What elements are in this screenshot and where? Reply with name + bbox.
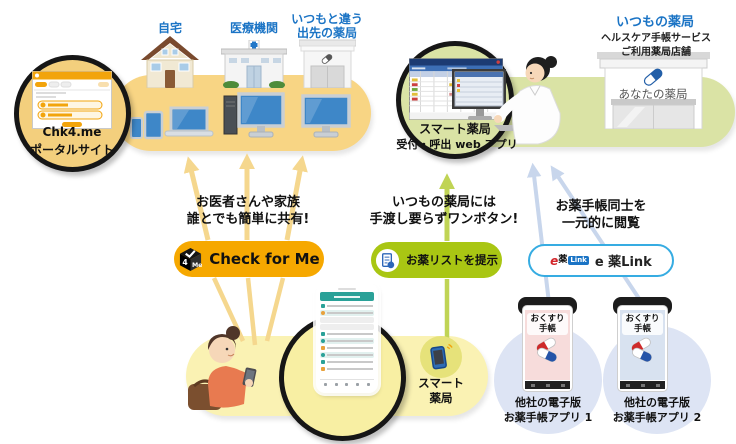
app-header-bar [320,292,374,301]
app-section-row [320,352,374,358]
app-menu-list [320,303,374,379]
check-for-me-label: Check for Me [209,250,320,268]
app-bottom-nav [320,379,374,389]
check-for-me-cube-icon: 4 Me [180,247,203,271]
phone-nav-bar [525,381,570,389]
medicine-list-icon [375,248,400,272]
member-store-subheading: ご利用薬局店舗 [621,47,691,58]
elink-callout-line1: お薬手帳同士を [555,199,647,214]
other-app-1-caption-line1: 他社の電子版 [515,396,581,409]
home-devices-icon [130,106,214,140]
other-app-phone-2: おくすり手帳 [613,297,672,392]
portal-subname: ポータルサイト [29,143,114,157]
app-row [320,359,374,365]
app-row [320,303,374,309]
e-yaku-link-label: e 薬Link [594,255,652,270]
webapp-subname: 受付・呼出 web アプリ [396,138,518,151]
smart-pharmacy-phone-icon [430,343,453,370]
house-icon [141,36,199,88]
svg-text:Me: Me [192,262,202,269]
share-callout-line2: 誰とでも簡単に共有! [186,212,310,227]
pharmacist-at-computer-illustration [452,56,561,145]
smart-pharmacy-app-phone [316,283,378,393]
share-callout-line1: お医者さんや家族 [195,195,300,210]
medical-desktop-icon [223,92,285,138]
app-row [320,331,374,337]
your-pharmacy-sign: あなたの薬局 [618,87,688,101]
portal-name: Chk4.me [42,125,102,139]
app-row [320,345,374,351]
app-row-disabled [320,317,374,323]
elink-callout-line2: 一元的に閲覧 [561,216,640,231]
away-pharmacy-storefront-icon [299,39,356,88]
healthcare-service-subheading: ヘルスケア手帳サービス [601,33,711,44]
one-button-callout-line1: いつもの薬局には [391,195,496,210]
app-row [320,366,374,372]
portal-circle [14,55,131,172]
svg-text:4: 4 [183,257,188,266]
other-app-2-caption-line1: 他社の電子版 [624,396,690,409]
hospital-icon [221,40,287,88]
app-section-row [320,338,374,344]
present-medicine-list-button[interactable]: お薬リストを提示 [371,242,502,278]
pills-icon [536,337,557,362]
your-pharmacy-storefront-illustration [597,52,710,129]
check-for-me-button[interactable]: 4 Me Check for Me [174,241,324,277]
portal-page-thumbnail [32,71,112,129]
smart-pharmacy-label-line1: スマート [418,376,464,390]
medical-label: 医療機関 [229,21,278,35]
pharmacy-desktop-icon [301,94,351,138]
home-label: 自宅 [157,21,182,35]
present-medicine-list-label: お薬リストを提示 [406,253,498,267]
app-section-row [320,310,374,316]
usual-pharmacy-heading: いつもの薬局 [615,15,694,30]
other-app-2-caption-line2: お薬手帳アプリ 2 [612,411,702,424]
smart-pharmacy-label-line2: 薬局 [429,391,453,405]
other-app-phone-1: おくすり手帳 [518,297,577,392]
app-row-disabled [320,324,374,330]
phone-speaker [338,288,356,290]
other-app-1-caption-line2: お薬手帳アプリ 1 [503,411,593,424]
one-button-callout-line2: 手渡し要らずワンボタン! [369,212,519,227]
pills-icon [631,337,652,362]
away-pharmacy-label-line1: いつもと違う [291,12,363,26]
phone-screen-1: おくすり手帳 [525,310,570,380]
smart-pharmacy-phone-badge [420,336,462,378]
phone-nav-bar [620,381,665,389]
phone-screen-2: おくすり手帳 [620,310,665,380]
away-pharmacy-label-line2: 出先の薬局 [296,26,357,40]
patient-with-phone-illustration [188,326,257,410]
webapp-name: スマート薬局 [419,122,491,136]
